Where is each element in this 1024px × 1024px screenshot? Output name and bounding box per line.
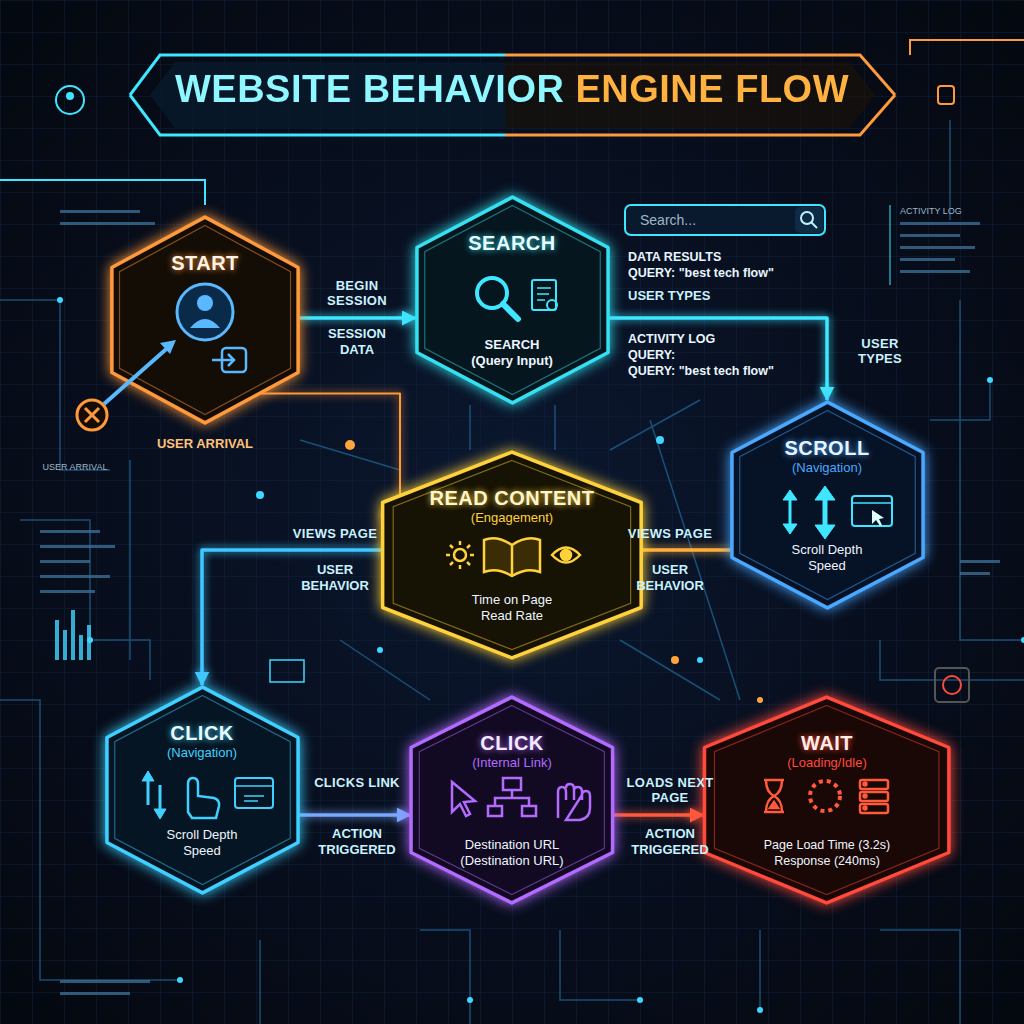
flow-connector xyxy=(299,813,411,817)
annotation-label: QUERY: xyxy=(628,348,818,363)
hexagon-inner xyxy=(393,461,630,650)
hexagon-inner xyxy=(715,706,939,895)
edge-label: VIEWS PAGE xyxy=(285,526,385,541)
edge-label: VIEWS PAGE xyxy=(620,526,720,541)
node-body: Scroll Depth Speed xyxy=(155,827,250,859)
annotation-label: QUERY: "best tech flow" xyxy=(628,364,818,379)
diagram-title: WEBSITE BEHAVIOR ENGINE FLOW xyxy=(175,68,849,111)
annotation-label: DATA RESULTS xyxy=(628,250,818,265)
process-hexagon: CLICK(Navigation) Scroll Depth Speed xyxy=(105,685,300,895)
node-heading: CLICK xyxy=(170,721,234,745)
node-subtitle: (Navigation) xyxy=(792,460,862,476)
annotation-label: USER BEHAVIOR xyxy=(620,562,720,594)
annotation-label: USER TYPES xyxy=(628,288,818,304)
flow-connector xyxy=(261,394,400,516)
node-subtitle: (Loading/Idle) xyxy=(787,755,867,771)
node-heading: READ CONTENT xyxy=(430,486,595,510)
node-body: Page Load Time (3.2s) Response (240ms) xyxy=(750,837,905,869)
node-heading: START xyxy=(171,251,239,275)
node-body: Destination URL (Destination URL) xyxy=(450,837,575,869)
node-heading: SEARCH xyxy=(468,231,555,255)
hexagon-fill xyxy=(411,697,613,903)
hexagon-inner xyxy=(739,411,915,600)
hexagon-inner xyxy=(419,706,604,895)
read-icon xyxy=(446,538,580,576)
node-heading: CLICK xyxy=(480,731,544,755)
node-body: Scroll Depth Speed xyxy=(780,542,875,574)
edge-label: BEGIN SESSION xyxy=(312,278,402,308)
annotation-label: USER BEHAVIOR xyxy=(285,562,385,594)
hexagon-fill xyxy=(416,197,607,403)
flow-connector xyxy=(299,316,416,320)
edge-label: LOADS NEXT PAGE xyxy=(620,775,720,805)
flow-connector xyxy=(614,813,704,817)
hexagon-fill xyxy=(383,452,642,658)
flow-connector xyxy=(202,550,381,685)
node-body: Time on Page Read Rate xyxy=(462,592,562,624)
annotation-label: ACTIVITY LOG xyxy=(900,206,1010,217)
flow-connector xyxy=(609,318,828,400)
hexagon-fill xyxy=(705,697,949,903)
annotation-label: ACTIVITY LOG xyxy=(628,332,818,347)
link-icon xyxy=(452,778,590,820)
scroll-icon xyxy=(783,486,892,539)
annotation-label: USER ARRIVAL xyxy=(140,436,270,452)
hexagon-outline xyxy=(105,685,300,895)
node-subtitle: (Internal Link) xyxy=(472,755,551,771)
hexagon-fill xyxy=(106,687,297,893)
hexagon-inner xyxy=(120,226,291,415)
search-icon xyxy=(477,278,557,319)
node-heading: SCROLL xyxy=(784,436,869,460)
node-subtitle: (Engagement) xyxy=(471,510,553,526)
annotation-label: ACTION TRIGGERED xyxy=(620,826,720,858)
wait-icon xyxy=(764,780,888,813)
annotation-label: SESSION DATA xyxy=(312,326,402,358)
edge-label: CLICKS LINK xyxy=(307,775,407,790)
edge-label: USER TYPES xyxy=(845,336,915,366)
annotation-label: ACTION TRIGGERED xyxy=(307,826,407,858)
hexagon-fill xyxy=(731,402,922,608)
process-hexagon: WAIT(Loading/Idle) Page Load Time (3.2s) … xyxy=(702,695,951,905)
hexagon-inner xyxy=(424,206,600,395)
process-hexagon: CLICK(Internal Link) Destination URL (Des… xyxy=(409,695,615,905)
hexagon-fill xyxy=(112,217,298,423)
search-placeholder: Search... xyxy=(640,212,780,229)
node-subtitle: (Navigation) xyxy=(167,745,237,761)
node-body: SEARCH (Query Input) xyxy=(462,337,562,369)
annotation-label: USER ARRIVAL xyxy=(20,462,130,473)
hexagon-inner xyxy=(114,696,290,885)
hexagon-outline xyxy=(702,695,951,905)
hexagon-outline xyxy=(415,195,610,405)
hexagon-outline xyxy=(409,695,615,905)
node-heading: WAIT xyxy=(801,731,853,755)
click-icon xyxy=(142,771,273,819)
process-hexagon: SEARCH SEARCH (Query Input) xyxy=(415,195,610,405)
annotation-label: QUERY: "best tech flow" xyxy=(628,266,818,281)
user-icon xyxy=(77,284,246,430)
